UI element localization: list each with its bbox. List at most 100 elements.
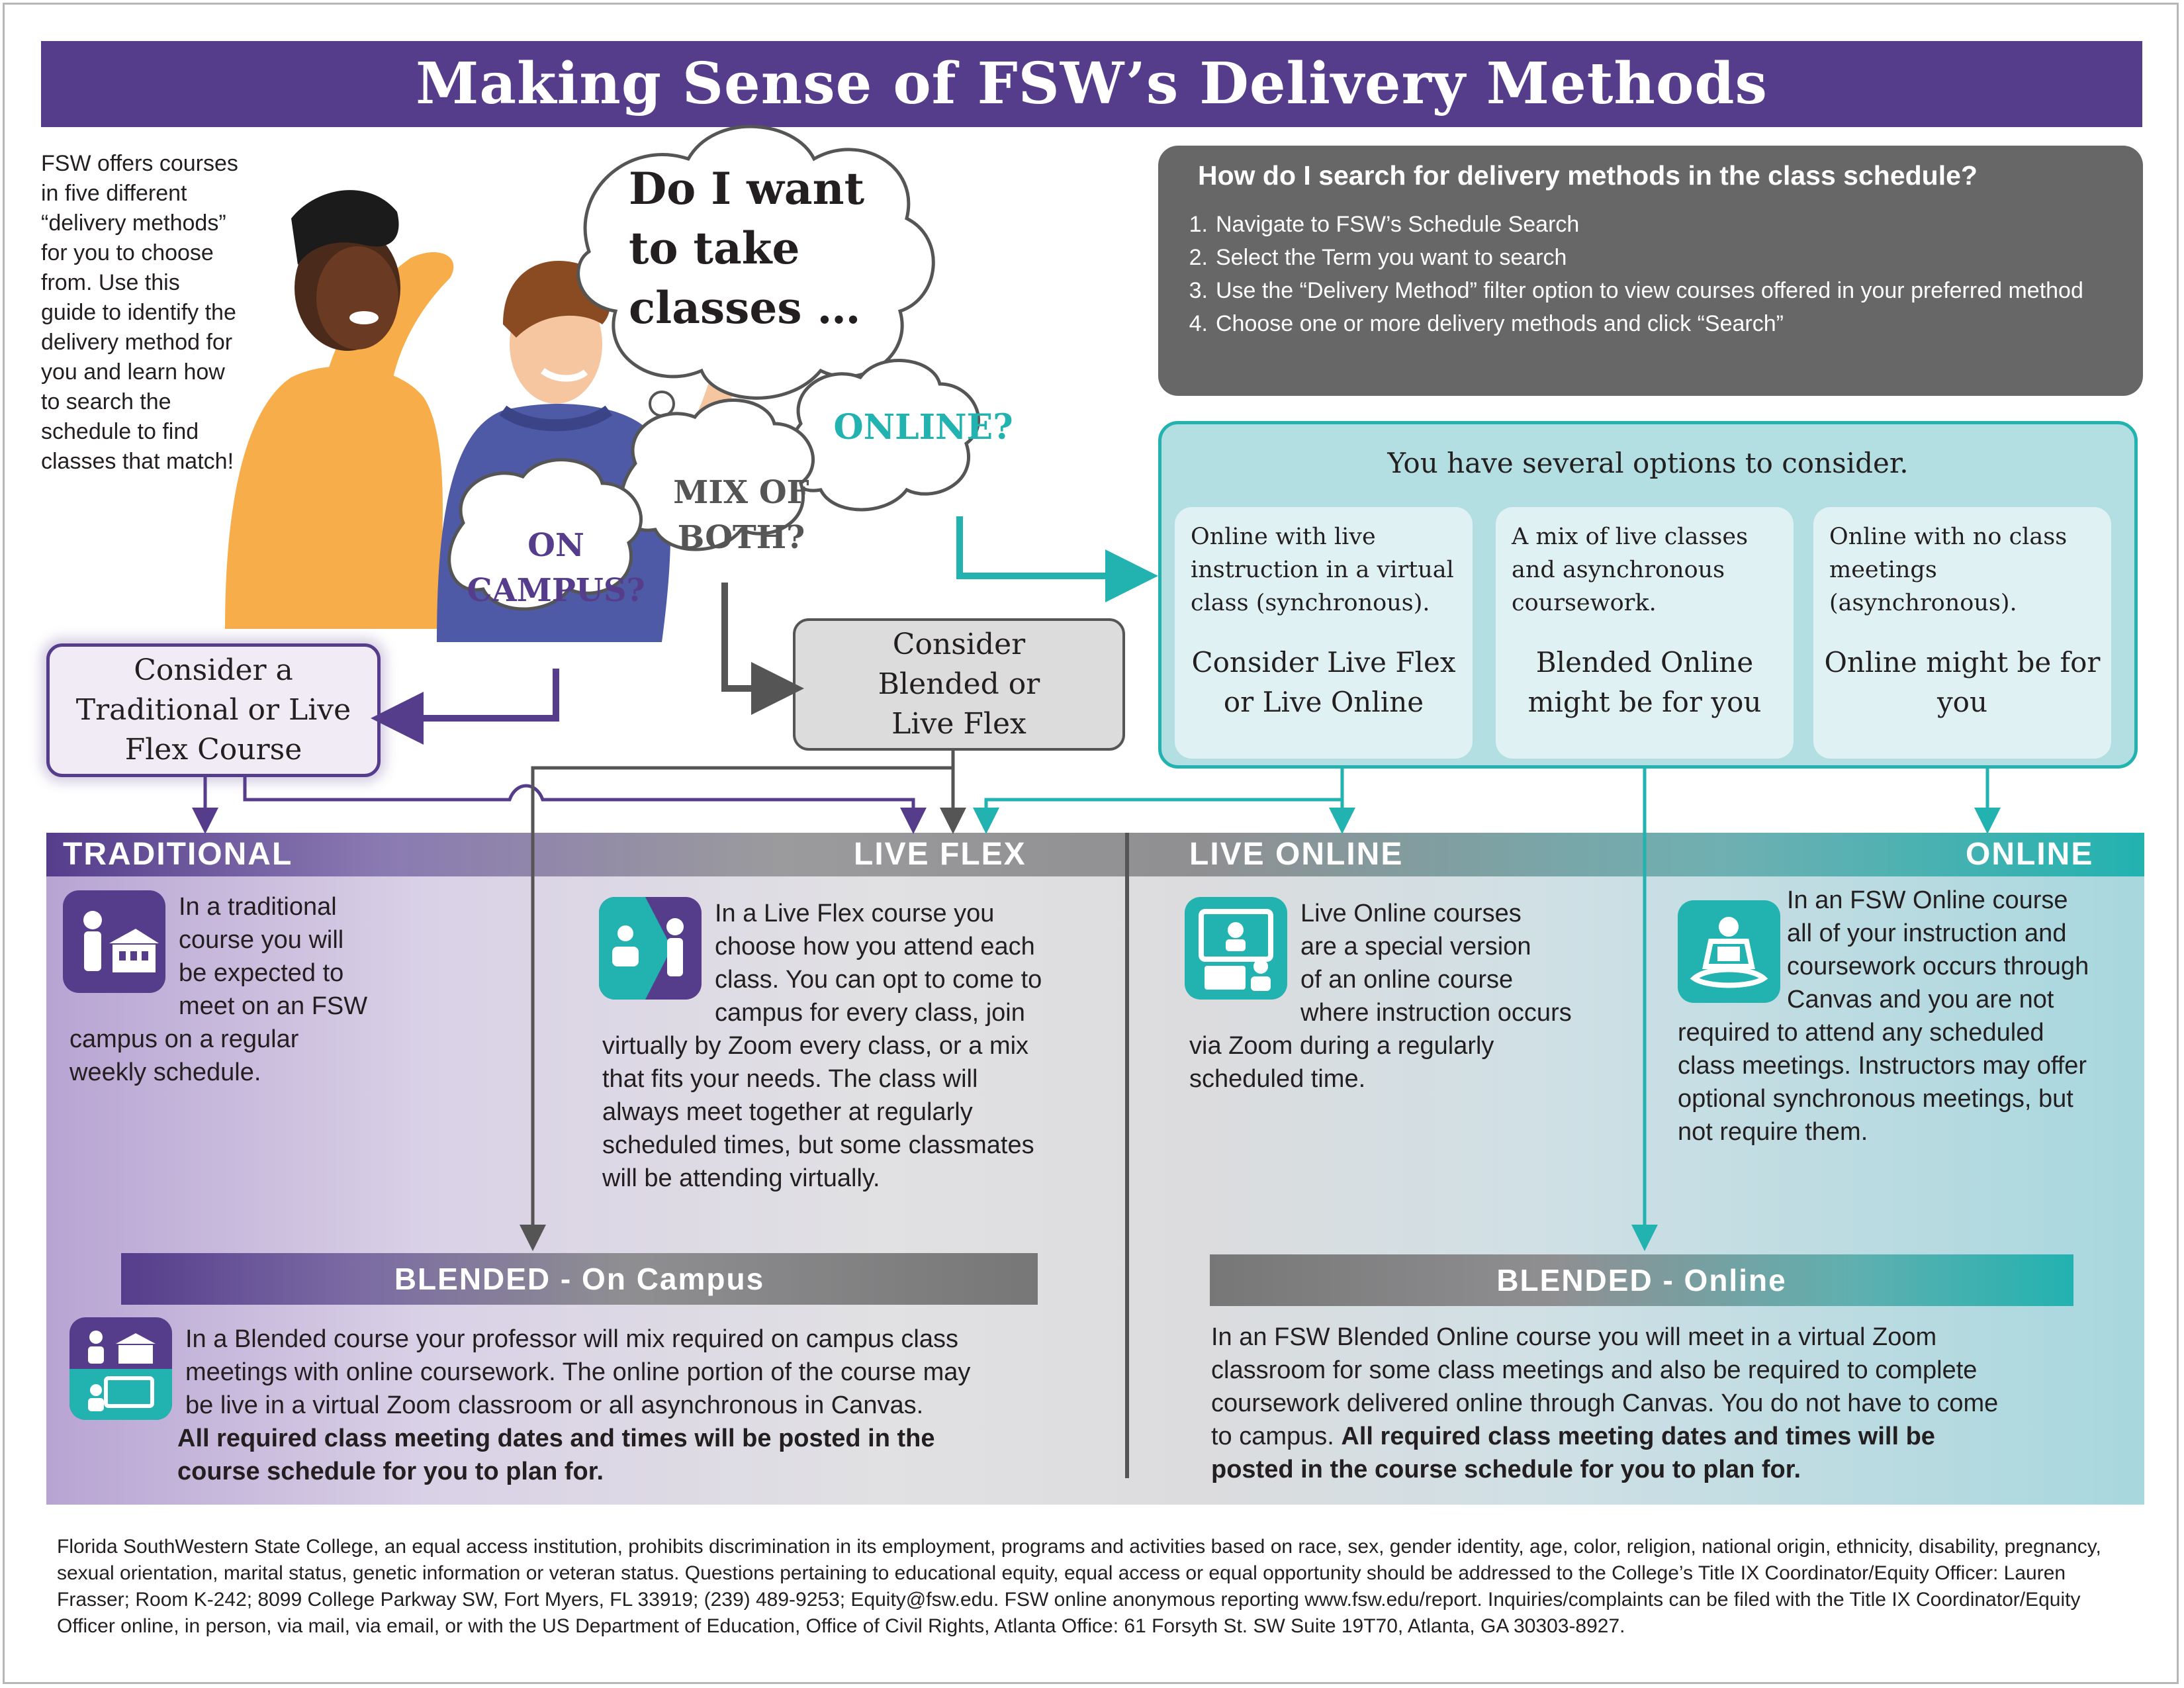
text-line: Live Online courses: [1300, 900, 1522, 927]
options-panel: You have several options to consider. On…: [1158, 421, 2138, 769]
campus-bubble-line: CAMPUS?: [467, 572, 645, 609]
column-divider: [1125, 833, 1129, 1478]
live-online-description: Live Online courses are a special versio…: [1300, 897, 1578, 1029]
text-line: course you will: [179, 926, 344, 954]
search-instructions-panel: How do I search for delivery methods in …: [1158, 146, 2143, 396]
zoom-class-icon: [1185, 897, 1287, 1000]
traditional-description: In a traditional course you will be expe…: [179, 890, 377, 1023]
text-line: campus for every class, join: [715, 999, 1025, 1027]
option-card-asynchronous: Online with no class meetings (asynchron…: [1813, 507, 2111, 759]
live-flex-label: LIVE FLEX: [854, 837, 1026, 872]
text-line: optional synchronous meetings, but: [1678, 1085, 2073, 1113]
text-line: will be attending virtually.: [602, 1164, 880, 1192]
consider-traditional-text: Consider a Traditional or Live Flex Cour…: [75, 653, 351, 767]
text-line: all of your instruction and: [1787, 919, 2067, 947]
online-description-cont: required to attend any scheduled class m…: [1678, 1016, 2141, 1149]
step-number: 2.: [1189, 245, 1208, 270]
text-line: choose how you attend each: [715, 933, 1035, 961]
online-description: In an FSW Online course all of your inst…: [1787, 884, 2131, 1016]
live-online-description-cont: via Zoom during a regularly scheduled ti…: [1189, 1029, 1586, 1096]
step-number: 1.: [1189, 212, 1208, 237]
blended-campus-icon: [69, 1317, 172, 1420]
text-line: Canvas and you are not: [1787, 986, 2054, 1013]
thought-question-line: Do I want: [629, 163, 865, 214]
option-card-mix: A mix of live classes and asynchronous c…: [1496, 507, 1794, 759]
text-span: to campus.: [1211, 1423, 1342, 1450]
option-description: Online with live instruction in a virtua…: [1191, 524, 1454, 616]
search-step: 3. Use the “Delivery Method” filter optio…: [1171, 278, 2083, 304]
blended-online-header: BLENDED - Online: [1210, 1254, 2073, 1306]
text-line: required to attend any scheduled: [1678, 1019, 2044, 1047]
text-line: course schedule for you to plan for.: [177, 1458, 604, 1485]
text-line: campus on a regular: [69, 1025, 299, 1053]
thought-question-line: to take: [629, 222, 800, 274]
text-line: weekly schedule.: [69, 1058, 261, 1086]
step-text: Choose one or more delivery methods and …: [1216, 311, 1784, 336]
text-line: scheduled time.: [1189, 1065, 1366, 1093]
campus-bubble: ON CAMPUS?: [450, 523, 662, 613]
online-bubble: ONLINE?: [833, 407, 1013, 447]
step-text: Navigate to FSW’s Schedule Search: [1216, 212, 1580, 237]
text-line: coursework delivered online through Canv…: [1211, 1389, 1999, 1417]
search-step: 4. Choose one or more delivery methods an…: [1171, 311, 1784, 337]
delivery-methods-band: [46, 833, 2144, 1505]
step-text: Use the “Delivery Method” filter option …: [1216, 278, 2083, 303]
step-number: 4.: [1189, 311, 1208, 336]
campus-building-icon: [63, 890, 165, 993]
mix-bubble-line: BOTH?: [677, 519, 805, 556]
text-line: posted in the course schedule for you to…: [1211, 1456, 1801, 1483]
text-line: In an FSW Online course: [1787, 886, 2068, 914]
text-line: In an FSW Blended Online course you will…: [1211, 1323, 1937, 1351]
text-line: meet on an FSW: [179, 992, 368, 1020]
option-suggestion: Blended Online might be for you: [1527, 646, 1762, 718]
live-online-label: LIVE ONLINE: [1189, 837, 1404, 872]
text-line: All required class meeting dates and tim…: [177, 1425, 935, 1452]
online-label: ONLINE: [1966, 837, 2094, 872]
thought-question-line: classes …: [629, 282, 861, 334]
bold-text-span: All required class meeting dates and tim…: [1341, 1423, 1935, 1450]
live-flex-icon: [599, 897, 702, 1000]
campus-bubble-line: ON: [527, 527, 584, 564]
footer-disclaimer: Florida SouthWestern State College, an e…: [57, 1536, 2101, 1637]
text-line: of an online course: [1300, 966, 1514, 994]
page-title: Making Sense of FSW’s Delivery Methods: [41, 41, 2142, 127]
step-number: 3.: [1189, 278, 1208, 303]
text-line: meetings with online coursework. The onl…: [185, 1358, 971, 1386]
text-line: class. You can opt to come to: [715, 966, 1042, 994]
text-line: be live in a virtual Zoom classroom or a…: [185, 1391, 924, 1419]
delivery-methods-header: [46, 833, 2144, 876]
search-instructions-title: How do I search for delivery methods in …: [1198, 160, 1978, 191]
option-description: A mix of live classes and asynchronous c…: [1512, 524, 1749, 616]
consider-blended-text: Consider Blended or Live Flex: [878, 628, 1040, 741]
options-title: You have several options to consider.: [1387, 447, 1909, 479]
consider-traditional-box: Consider a Traditional or Live Flex Cour…: [46, 643, 381, 777]
option-suggestion: Online might be for you: [1824, 646, 2101, 718]
text-line: not require them.: [1678, 1118, 1868, 1146]
mix-bubble-line: MIX OF: [673, 474, 809, 511]
text-line: that fits your needs. The class will: [602, 1065, 978, 1093]
blended-campus-description: In a Blended course your professor will …: [185, 1323, 1112, 1422]
traditional-description-cont: campus on a regular weekly schedule.: [69, 1023, 367, 1089]
text-line: via Zoom during a regularly: [1189, 1032, 1494, 1060]
search-step: 1. Navigate to FSW’s Schedule Search: [1171, 212, 1580, 238]
thought-question: Do I want to take classes …: [629, 159, 887, 338]
text-line: scheduled times, but some classmates: [602, 1131, 1034, 1159]
option-description: Online with no class meetings (asynchron…: [1829, 524, 2068, 616]
step-text: Select the Term you want to search: [1216, 245, 1567, 270]
traditional-label: TRADITIONAL: [63, 837, 293, 872]
blended-online-description: In an FSW Blended Online course you will…: [1211, 1321, 2138, 1486]
text-line: be expected to: [179, 959, 344, 987]
text-line: coursework occurs through: [1787, 953, 2089, 980]
text-line: where instruction occurs: [1300, 999, 1572, 1027]
text-line: virtually by Zoom every class, or a mix: [602, 1032, 1029, 1060]
text-line: In a Live Flex course you: [715, 900, 995, 927]
option-suggestion: Consider Live Flex or Live Online: [1191, 646, 1456, 718]
blended-campus-header: BLENDED - On Campus: [121, 1253, 1038, 1305]
text-line: In a traditional: [179, 893, 337, 921]
option-card-synchronous: Online with live instruction in a virtua…: [1175, 507, 1473, 759]
text-line: In a Blended course your professor will …: [185, 1325, 958, 1353]
laptop-student-icon: [1678, 900, 1780, 1003]
consider-blended-box: Consider Blended or Live Flex: [793, 618, 1125, 751]
live-flex-description: In a Live Flex course you choose how you…: [715, 897, 1112, 1029]
mix-bubble: MIX OF BOTH?: [642, 470, 841, 560]
